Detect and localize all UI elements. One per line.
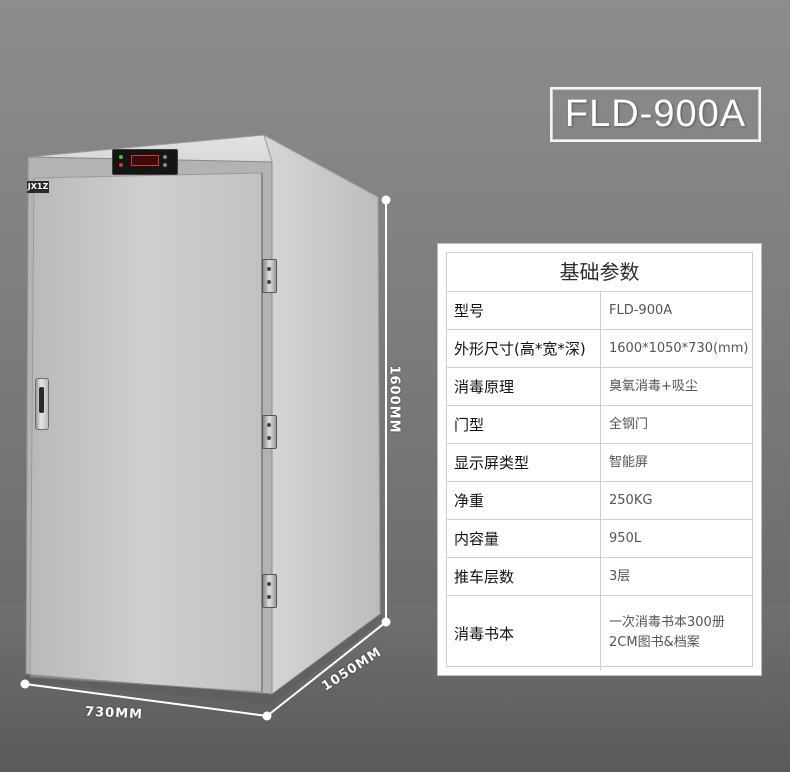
table-row: 型号 FLD-900A: [447, 292, 752, 330]
height-dimension-label: 1600MM: [386, 365, 402, 434]
brand-label: JX1Z: [27, 181, 49, 193]
dimension-lines: [0, 0, 420, 730]
table-row: 消毒原理 臭氧消毒+吸尘: [447, 368, 752, 406]
row-value: 智能屏: [609, 454, 649, 470]
row-value: 全钢门: [609, 416, 649, 432]
width-dimension-label: 730MM: [84, 704, 144, 723]
hinge-icon: [262, 574, 277, 608]
row-value: 1600*1050*730(mm): [609, 340, 749, 356]
model-badge: FLD-900A: [550, 87, 761, 142]
row-label: 消毒原理: [447, 368, 601, 405]
row-value: 臭氧消毒+吸尘: [609, 378, 698, 394]
display-screen: [131, 155, 159, 166]
cabinet-illustration: JX1Z: [0, 0, 420, 730]
row-label: 型号: [447, 292, 601, 329]
hinge-icon: [262, 259, 277, 293]
row-value: 250KG: [609, 492, 653, 508]
control-panel: [112, 149, 178, 175]
row-value: 一次消毒书本300册 2CM图书&档案: [609, 615, 725, 650]
row-label: 净重: [447, 482, 601, 519]
handle-slot: [39, 387, 44, 413]
row-label: 消毒书本: [447, 596, 601, 670]
spec-table-title: 基础参数: [447, 253, 752, 292]
row-label: 门型: [447, 406, 601, 443]
row-label: 显示屏类型: [447, 444, 601, 481]
row-label: 内容量: [447, 520, 601, 557]
model-badge-text: FLD-900A: [564, 93, 747, 135]
row-value: FLD-900A: [609, 302, 673, 318]
table-row: 推车层数 3层: [447, 558, 752, 596]
button-icon: [163, 155, 167, 159]
row-value: 3层: [609, 568, 631, 584]
table-row: 消毒书本 一次消毒书本300册 2CM图书&档案: [447, 596, 752, 670]
table-row: 内容量 950L: [447, 520, 752, 558]
row-label: 推车层数: [447, 558, 601, 595]
status-led-icon: [119, 163, 123, 167]
table-row: 净重 250KG: [447, 482, 752, 520]
spec-table-inner: 基础参数 型号 FLD-900A 外形尺寸(高*宽*深) 1600*1050*7…: [446, 252, 753, 670]
button-icon: [163, 163, 167, 167]
table-row: 显示屏类型 智能屏: [447, 444, 752, 482]
table-row: 外形尺寸(高*宽*深) 1600*1050*730(mm): [447, 330, 752, 368]
hinge-icon: [262, 415, 277, 449]
cabinet-drawing: [24, 133, 384, 704]
table-row: 门型 全钢门: [447, 406, 752, 444]
door-handle: [35, 378, 49, 430]
row-value: 950L: [609, 530, 642, 546]
row-label: 外形尺寸(高*宽*深): [447, 330, 601, 367]
spec-table: 基础参数 型号 FLD-900A 外形尺寸(高*宽*深) 1600*1050*7…: [437, 243, 762, 676]
power-led-icon: [119, 155, 123, 159]
